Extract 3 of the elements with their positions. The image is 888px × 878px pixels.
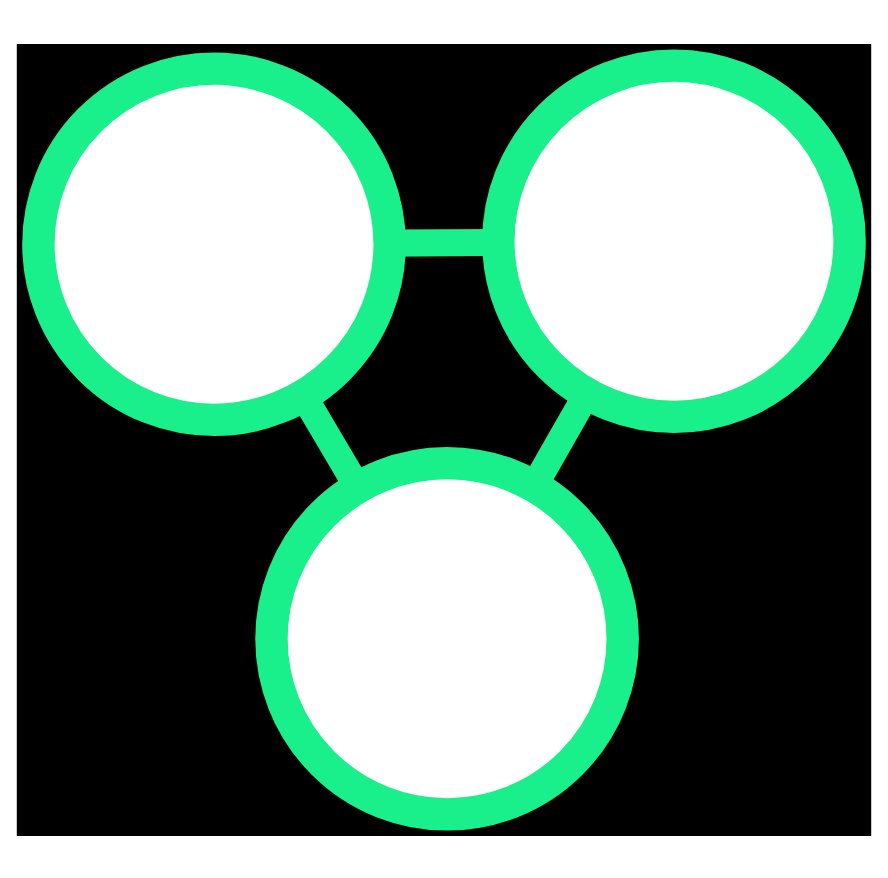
node-circle [22,51,406,436]
node-circle [255,445,639,830]
node-circle [482,48,866,433]
